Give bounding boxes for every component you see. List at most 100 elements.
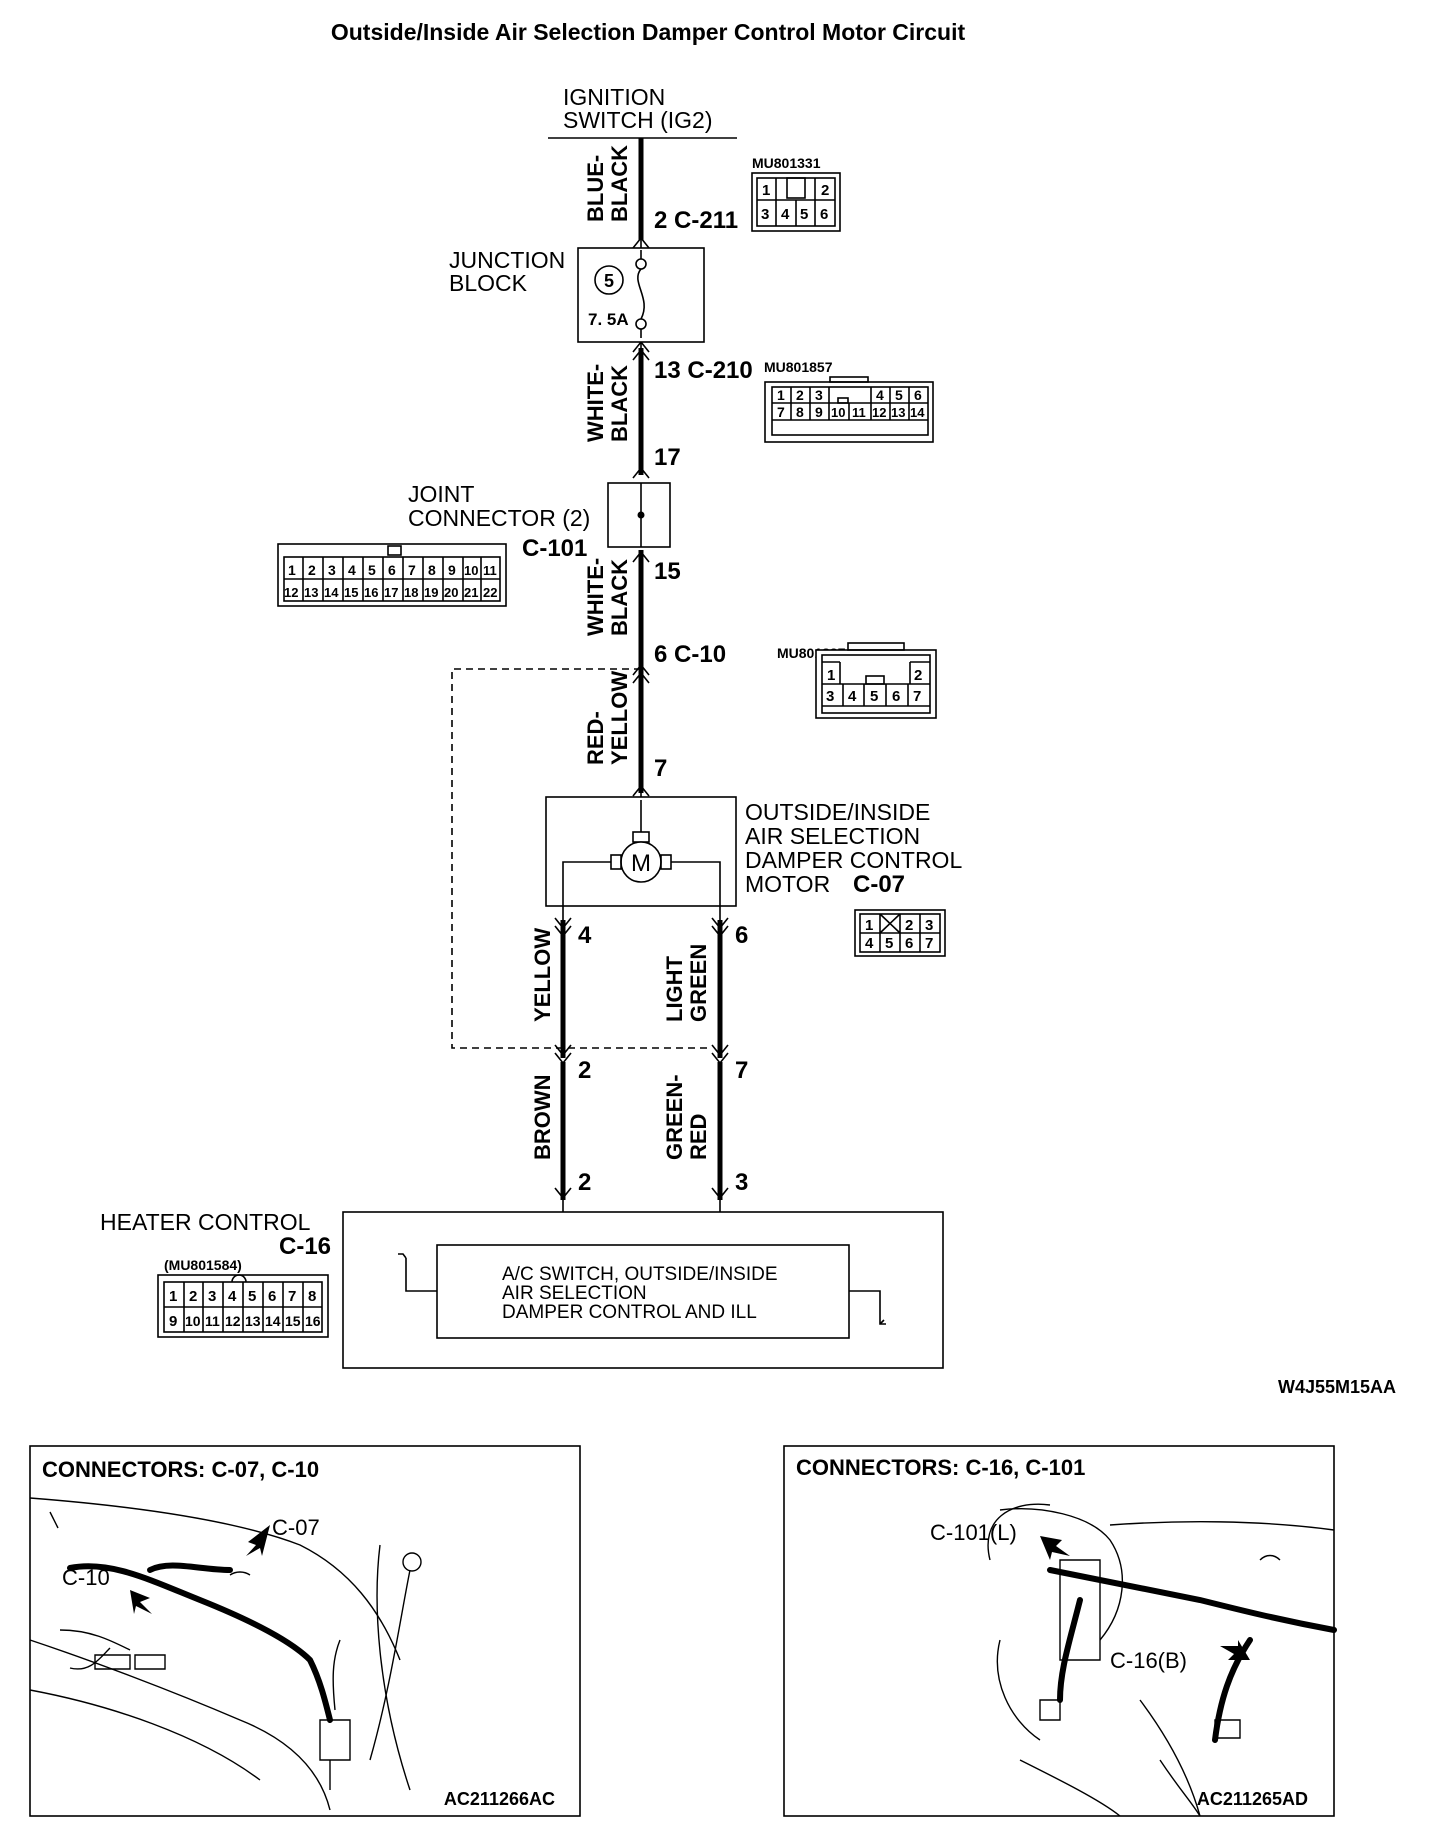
pin-2-mid: 2 xyxy=(578,1057,591,1084)
svg-text:7: 7 xyxy=(408,562,416,578)
connector-panel-right: CONNECTORS: C-16, C-101 C-101(L) C-16(B)… xyxy=(783,1445,1337,1817)
svg-text:16: 16 xyxy=(364,585,378,600)
svg-text:6: 6 xyxy=(820,206,828,223)
svg-text:1: 1 xyxy=(865,917,873,934)
pin-6: 6 xyxy=(735,922,748,949)
fuse-symbol xyxy=(637,268,645,320)
svg-text:A/C SWITCH, OUTSIDE/INSIDE: A/C SWITCH, OUTSIDE/INSIDE xyxy=(502,1264,778,1285)
svg-text:JUNCTION: JUNCTION xyxy=(449,247,565,273)
svg-text:3: 3 xyxy=(328,562,336,578)
svg-text:7: 7 xyxy=(913,688,921,705)
diagram-title: Outside/Inside Air Selection Damper Cont… xyxy=(331,19,966,45)
svg-text:AIR SELECTION: AIR SELECTION xyxy=(502,1283,647,1304)
c210-label: 13 C-210 xyxy=(654,357,753,384)
c210-connector: MU801857 1 2 3 4 5 6 7 8 9 10 11 12 13 1… xyxy=(764,359,934,443)
wire-label-light-green: LIGHT GREEN xyxy=(662,944,711,1022)
svg-text:7: 7 xyxy=(777,404,785,420)
svg-text:5: 5 xyxy=(895,387,903,403)
connector-panel-left: CONNECTORS: C-07, C-10 C-07 C-10 AC21126… xyxy=(29,1445,581,1817)
svg-text:6: 6 xyxy=(892,688,900,705)
svg-text:YELLOW: YELLOW xyxy=(607,671,632,765)
svg-text:11: 11 xyxy=(205,1313,220,1329)
svg-text:2: 2 xyxy=(821,182,829,199)
svg-text:BLACK: BLACK xyxy=(607,145,632,222)
svg-text:9: 9 xyxy=(448,562,456,578)
figure-id: W4J55M15AA xyxy=(1278,1377,1396,1397)
shield-dashed-line xyxy=(451,668,708,1049)
svg-text:9: 9 xyxy=(169,1313,177,1330)
svg-text:8: 8 xyxy=(308,1288,316,1305)
panel-left-c07-label: C-07 xyxy=(272,1515,320,1540)
pin-4: 4 xyxy=(578,922,592,949)
svg-text:RED: RED xyxy=(686,1114,711,1160)
panel-right-c16-label: C-16(B) xyxy=(1110,1648,1187,1673)
c101-connector: 1 2 3 4 5 6 7 8 9 10 11 12 13 14 15 16 1… xyxy=(277,543,507,607)
svg-text:8: 8 xyxy=(796,404,804,420)
ignition-switch-line2: SWITCH (IG2) xyxy=(563,107,713,133)
heater-control: HEATER CONTROL C-16 A/C SWITCH, OUTSIDE/… xyxy=(100,1209,944,1369)
svg-text:CONNECTOR (2): CONNECTOR (2) xyxy=(408,505,590,531)
wire-label-brown: BROWN xyxy=(530,1074,555,1160)
svg-text:19: 19 xyxy=(424,585,438,600)
svg-text:5: 5 xyxy=(885,935,893,952)
svg-text:13: 13 xyxy=(891,405,905,420)
svg-text:M: M xyxy=(631,850,651,877)
dashboard-sketch-right xyxy=(987,1503,1337,1817)
svg-text:BLACK: BLACK xyxy=(607,559,632,636)
svg-text:10: 10 xyxy=(185,1313,201,1329)
svg-text:5: 5 xyxy=(604,271,614,291)
svg-text:OUTSIDE/INSIDE: OUTSIDE/INSIDE xyxy=(745,799,930,825)
svg-text:14: 14 xyxy=(324,585,339,600)
svg-text:11: 11 xyxy=(483,563,497,578)
c211-connector: MU801331 1 2 3 4 5 6 xyxy=(751,155,841,232)
svg-text:2: 2 xyxy=(796,387,804,403)
wire-label-red-yellow: RED- YELLOW xyxy=(583,671,632,765)
wire-label-blue-black: BLUE- BLACK xyxy=(583,145,632,222)
svg-text:1: 1 xyxy=(827,667,835,684)
c16-connector: (MU801584) 1 2 3 4 5 6 7 8 9 10 11 12 13… xyxy=(157,1257,329,1338)
svg-text:9: 9 xyxy=(815,404,823,420)
pin-15: 15 xyxy=(654,558,681,585)
connector-marks-main xyxy=(632,236,650,797)
svg-text:21: 21 xyxy=(464,585,478,600)
svg-text:3: 3 xyxy=(208,1288,216,1305)
svg-text:14: 14 xyxy=(265,1313,281,1329)
svg-text:13: 13 xyxy=(245,1313,261,1329)
svg-text:4: 4 xyxy=(876,387,884,403)
svg-text:DAMPER CONTROL: DAMPER CONTROL xyxy=(745,847,962,873)
pin-2-bottom: 2 xyxy=(578,1169,591,1196)
svg-text:C-07: C-07 xyxy=(853,871,905,898)
panel-right-title: CONNECTORS: C-16, C-101 xyxy=(796,1455,1085,1480)
svg-text:1: 1 xyxy=(777,387,785,403)
svg-text:7: 7 xyxy=(925,935,933,952)
joint-connector: JOINT CONNECTOR (2) C-101 xyxy=(408,481,671,562)
svg-text:AIR SELECTION: AIR SELECTION xyxy=(745,823,920,849)
wire-label-green-red: GREEN- RED xyxy=(662,1074,711,1160)
svg-text:5: 5 xyxy=(368,562,376,578)
panel-right-ref: AC211265AD xyxy=(1197,1789,1308,1809)
c07-connector: 1 2 3 4 5 6 7 xyxy=(854,909,946,957)
svg-text:5: 5 xyxy=(800,206,808,223)
svg-text:8: 8 xyxy=(428,562,436,578)
svg-text:13: 13 xyxy=(304,585,318,600)
c10-label: 6 C-10 xyxy=(654,641,726,668)
ignition-switch-line1: IGNITION xyxy=(563,84,665,110)
svg-text:5: 5 xyxy=(248,1288,256,1305)
pin-7-mid: 7 xyxy=(735,1057,748,1084)
svg-text:MOTOR: MOTOR xyxy=(745,871,830,897)
panel-left-title: CONNECTORS: C-07, C-10 xyxy=(42,1457,319,1482)
svg-text:1: 1 xyxy=(762,182,770,199)
svg-text:HEATER CONTROL: HEATER CONTROL xyxy=(100,1209,311,1235)
ignition-switch: IGNITION SWITCH (IG2) xyxy=(548,84,737,139)
svg-text:20: 20 xyxy=(444,585,458,600)
svg-text:WHITE-: WHITE- xyxy=(583,364,608,442)
svg-text:12: 12 xyxy=(225,1313,241,1329)
svg-text:RED-: RED- xyxy=(583,711,608,765)
c10-connector: MU801837 1 2 3 4 5 6 7 xyxy=(777,642,937,719)
svg-text:2: 2 xyxy=(905,917,913,934)
svg-text:JOINT: JOINT xyxy=(408,481,474,507)
svg-text:11: 11 xyxy=(852,405,866,420)
wire-label-white-black-1: WHITE- BLACK xyxy=(583,364,632,442)
svg-text:(MU801584): (MU801584) xyxy=(164,1257,242,1273)
